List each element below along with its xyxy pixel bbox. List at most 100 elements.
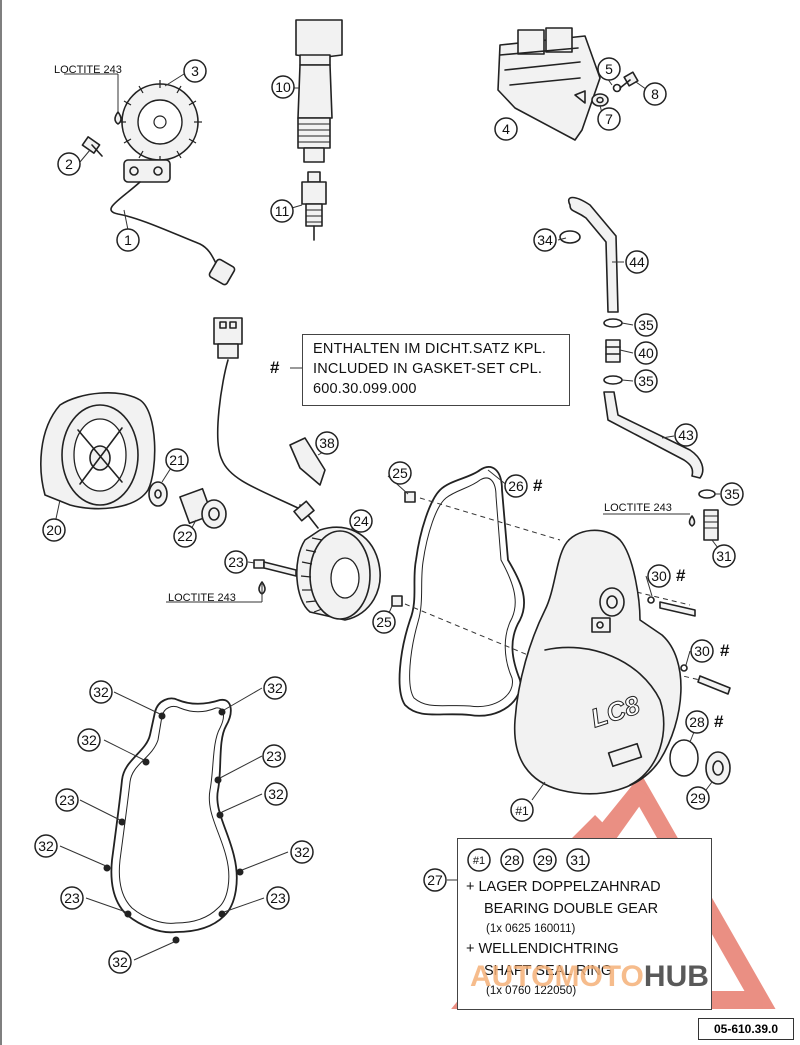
svg-text:8: 8: [651, 86, 659, 102]
dowel-part-25b: [391, 595, 403, 607]
svg-text:35: 35: [638, 373, 654, 389]
callouts: 1 2 3 4 5 7 8 10 11 20 21 22 23 24 25 25…: [34, 57, 744, 974]
callout-43: 43: [674, 423, 698, 447]
clamp-part-35c: [698, 489, 716, 499]
svg-text:23: 23: [59, 792, 75, 808]
callout-25a: 25: [388, 461, 412, 485]
callout-44: 44: [625, 250, 649, 274]
svg-text:20: 20: [46, 522, 62, 538]
hash-mark-30a: #: [676, 566, 686, 585]
flywheel-part: [40, 392, 156, 510]
kit-ref-29: 29: [537, 852, 553, 868]
ecu-part: [497, 27, 601, 141]
svg-text:3: 3: [191, 63, 199, 79]
callout-32-k: 32: [108, 950, 132, 974]
callout-40: 40: [634, 341, 658, 365]
svg-text:23: 23: [228, 554, 244, 570]
kit-item1-qty: (1x 0625 160011): [486, 923, 576, 935]
svg-text:1: 1: [124, 232, 132, 248]
fitting-part-31: [703, 509, 719, 541]
svg-text:#1: #1: [515, 804, 529, 818]
lower-gasket-part: [103, 697, 244, 944]
callout-23-f: 23: [266, 886, 290, 910]
callout-31: 31: [712, 544, 736, 568]
ignition-cover-part: LC8: [513, 529, 682, 795]
hash-mark-note: #: [270, 358, 280, 377]
svg-text:44: 44: [629, 254, 645, 270]
kit-ref-callouts: #1 28 29 31: [467, 848, 590, 872]
callout-35c: 35: [720, 482, 744, 506]
svg-text:32: 32: [81, 732, 97, 748]
svg-text:32: 32: [112, 954, 128, 970]
screw-part-30a: [647, 596, 696, 617]
svg-text:7: 7: [605, 111, 613, 127]
loctite-label-stator: LOCTITE 243: [168, 592, 236, 604]
svg-text:30: 30: [651, 568, 667, 584]
callout-8: 8: [643, 82, 667, 106]
spark-plug-part: [301, 171, 327, 241]
dowel-part-25a: [404, 491, 416, 503]
callout-32-h: 32: [34, 834, 58, 858]
callout-32-b: 32: [263, 676, 287, 700]
svg-text:38: 38: [319, 435, 335, 451]
callout-35b: 35: [634, 369, 658, 393]
svg-text:32: 32: [294, 844, 310, 860]
callout-30a: 30: [647, 564, 671, 588]
svg-text:35: 35: [724, 486, 740, 502]
svg-text:24: 24: [353, 513, 369, 529]
callout-32-a: 32: [89, 680, 113, 704]
callout-22: 22: [173, 524, 197, 548]
loctite-drop-icon: [114, 111, 122, 125]
trigger-wheel-part: [118, 80, 202, 164]
watermark-part1: AUTOMOTO: [470, 960, 644, 993]
kit-item2-en: SHAFT SEAL RING: [484, 963, 613, 979]
callout-23-c: 23: [262, 744, 286, 768]
kit-item1-en: BEARING DOUBLE GEAR: [484, 901, 659, 917]
pickup-sensor-part: [110, 159, 236, 286]
callout-3: 3: [183, 59, 207, 83]
svg-text:23: 23: [266, 748, 282, 764]
plug-part-29: [705, 751, 731, 785]
watermark-part2: HUB: [643, 960, 709, 993]
callout-38: 38: [315, 431, 339, 455]
svg-text:2: 2: [65, 156, 73, 172]
callout-11: 11: [270, 199, 294, 223]
callout-10: 10: [271, 75, 295, 99]
svg-text:32: 32: [38, 838, 54, 854]
svg-text:27: 27: [427, 872, 443, 888]
hash-mark-28: #: [714, 712, 724, 731]
kit-item2-de: + WELLENDICHTRING: [466, 941, 619, 957]
hash-mark-30b: #: [720, 641, 730, 660]
svg-text:29: 29: [690, 790, 706, 806]
svg-text:21: 21: [169, 452, 185, 468]
callout-32-i: 32: [290, 840, 314, 864]
callout-7: 7: [597, 107, 621, 131]
callout-32-g: 32: [264, 782, 288, 806]
grommet-part-7: [591, 93, 609, 107]
svg-text:4: 4: [502, 121, 510, 137]
callout-hash1: #1: [510, 798, 534, 822]
callout-30b: 30: [690, 639, 714, 663]
callout-1: 1: [116, 228, 140, 252]
flywheel-bolt-part-22: [179, 487, 227, 529]
kit-note: #1 28 29 31 + LAGER DOPPELZAHNRAD BEARIN…: [457, 838, 712, 1010]
hose-clamp-part-34: [559, 230, 581, 244]
loctite-label-right: LOCTITE 243: [604, 502, 672, 514]
kit-ref-31: 31: [570, 852, 586, 868]
callout-24: 24: [349, 509, 373, 533]
svg-text:23: 23: [64, 890, 80, 906]
watermark-text: AUTOMOTOHUB: [470, 960, 709, 994]
svg-text:26: 26: [508, 478, 524, 494]
callout-21: 21: [165, 448, 189, 472]
screw-part-23: [253, 559, 297, 577]
kit-ref-28: 28: [504, 852, 520, 868]
callout-5: 5: [597, 57, 621, 81]
gasket-note-line-de: ENTHALTEN IM DICHT.SATZ KPL.: [313, 341, 547, 357]
screw-part-8: [619, 71, 639, 89]
svg-text:11: 11: [275, 203, 290, 219]
gasket-set-note: ENTHALTEN IM DICHT.SATZ KPL. INCLUDED IN…: [302, 334, 570, 406]
screw-part-30b: [680, 664, 731, 695]
clamp-part-35a: [603, 318, 623, 328]
gasket-note-line-en: INCLUDED IN GASKET-SET CPL.: [313, 361, 543, 377]
